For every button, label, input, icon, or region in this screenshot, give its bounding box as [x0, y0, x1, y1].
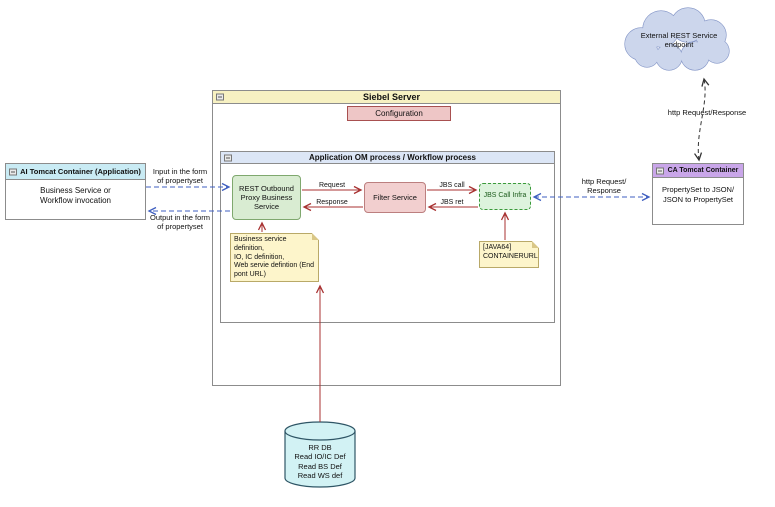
filter-service-label: Filter Service: [373, 193, 417, 202]
request-label: Request: [318, 182, 346, 189]
window-icon: [216, 93, 224, 101]
configuration-label: Configuration: [375, 109, 423, 118]
container-url-note-text: [JAVA64] CONTAINERURL: [483, 244, 538, 260]
definition-note: Business service definition, IO, IC defi…: [230, 233, 319, 282]
jbs-call-label: JBS call: [439, 182, 465, 189]
window-icon: [9, 168, 17, 175]
container-url-note: [JAVA64] CONTAINERURL: [479, 241, 539, 268]
siebel-server-header: Siebel Server: [213, 91, 560, 104]
ai-tomcat-header: AI Tomcat Container (Application): [6, 164, 145, 180]
om-process-title: Application OM process / Workflow proces…: [309, 153, 476, 162]
window-icon: [224, 154, 232, 161]
definition-note-text: Business service definition, IO, IC defi…: [234, 236, 315, 278]
configuration-box: Configuration: [347, 106, 451, 121]
ca-tomcat-title: CA Tomcat Container: [667, 167, 739, 174]
ca-tomcat-body: PropertySet to JSON/ JSON to PropertySet: [661, 185, 735, 204]
jbs-call-infra-box: JBS Call Infra: [479, 183, 531, 210]
response-label: Response: [316, 199, 348, 206]
om-process-header: Application OM process / Workflow proces…: [221, 152, 554, 164]
ai-tomcat-body: Business Service or Workflow invocation: [40, 186, 111, 206]
ca-tomcat-box: CA Tomcat Container PropertySet to JSON/…: [652, 163, 744, 225]
filter-service-box: Filter Service: [364, 182, 426, 213]
jbs-ret-label: JBS ret: [440, 199, 464, 206]
cloud-label: External REST Service endpoint: [640, 31, 718, 50]
ai-tomcat-box: AI Tomcat Container (Application) Busine…: [5, 163, 146, 220]
ca-tomcat-header: CA Tomcat Container: [653, 164, 743, 178]
window-icon: [656, 167, 664, 174]
input-label: Input in the form of propertyset: [152, 167, 208, 186]
db-label: RR DB Read IO/IC Def Read BS Def Read WS…: [294, 443, 346, 481]
http-cloud-connector: [694, 77, 710, 162]
http-right-label: http Request/ Response: [581, 177, 627, 196]
rest-proxy-label: REST Outbound Proxy Business Service: [239, 184, 294, 211]
siebel-server-title: Siebel Server: [362, 92, 421, 102]
http-cloud-label: http Request/Response: [667, 108, 747, 117]
output-label: Output in the form of propertyset: [149, 213, 211, 232]
rest-proxy-box: REST Outbound Proxy Business Service: [232, 175, 301, 220]
ai-tomcat-title: AI Tomcat Container (Application): [20, 167, 141, 176]
jbs-call-infra-label: JBS Call Infra: [483, 192, 527, 200]
